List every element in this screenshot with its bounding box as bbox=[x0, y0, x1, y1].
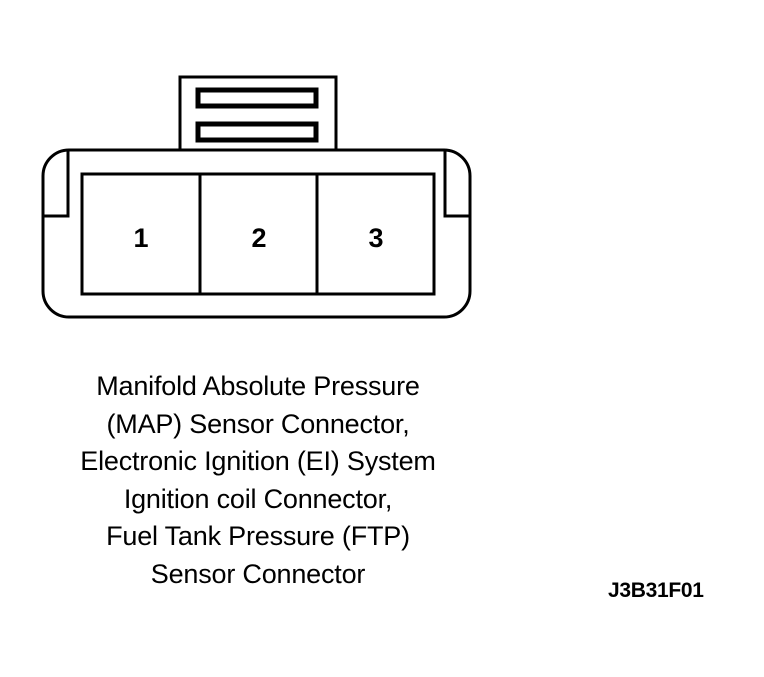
caption-line: (MAP) Sensor Connector, bbox=[106, 408, 410, 439]
caption-line: Manifold Absolute Pressure bbox=[96, 371, 420, 401]
caption-line: Sensor Connector bbox=[150, 558, 366, 589]
figure-id: J3B31F01 bbox=[608, 579, 704, 602]
caption-line: Ignition coil Connector, bbox=[123, 483, 393, 514]
pin-number-1: 1 bbox=[133, 223, 148, 253]
locking-tab bbox=[178, 75, 338, 154]
connector-caption: Manifold Absolute Pressure (MAP) Sensor … bbox=[20, 368, 496, 593]
locking-tab-slot-upper bbox=[195, 87, 319, 109]
right-guide-rail bbox=[443, 151, 470, 218]
pin-number-3: 3 bbox=[368, 223, 383, 253]
locking-tab-slot-lower bbox=[195, 121, 319, 143]
caption-line: Fuel Tank Pressure (FTP) bbox=[106, 521, 410, 551]
terminal-cavity-frame bbox=[80, 172, 436, 296]
caption-line: Electronic Ignition (EI) System bbox=[80, 446, 436, 476]
pin-number-2: 2 bbox=[251, 223, 266, 253]
left-guide-rail bbox=[43, 151, 70, 218]
